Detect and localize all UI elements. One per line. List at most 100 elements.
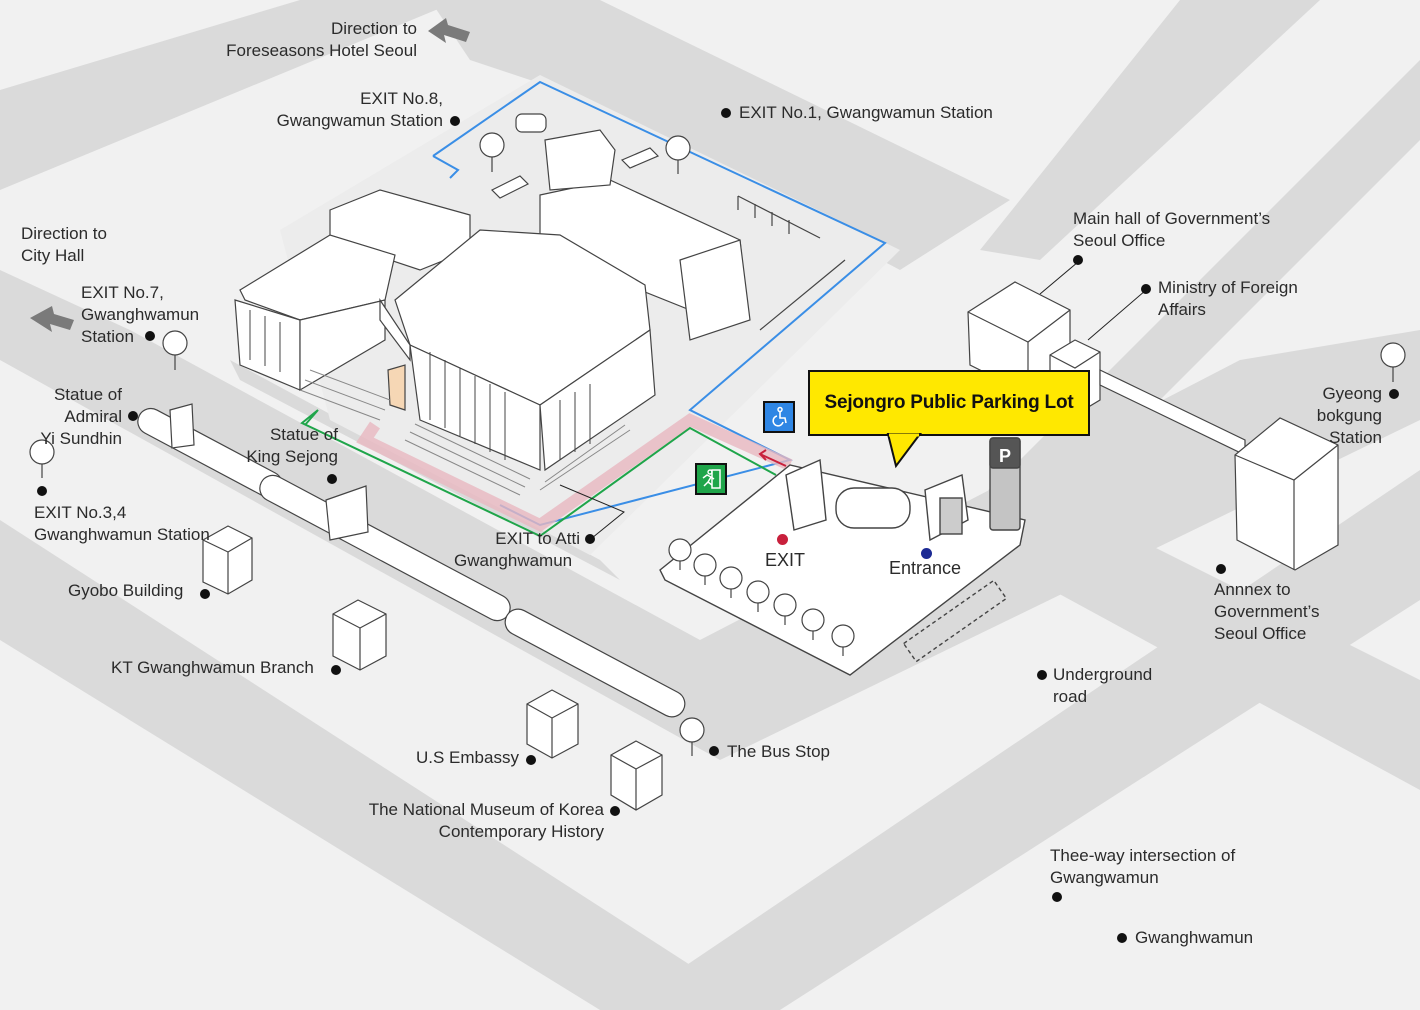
route-red-arrowhead — [758, 449, 767, 461]
landmark-kt[interactable]: KT Gwanghwamun Branch — [111, 658, 314, 677]
exit-booth — [785, 458, 827, 531]
tree-icon — [801, 608, 825, 640]
trees — [668, 538, 855, 656]
callout-pointer — [886, 433, 922, 469]
entrance-door — [939, 497, 963, 535]
underground-entry — [902, 579, 1008, 663]
landmark-annex-marker[interactable] — [1216, 564, 1226, 574]
road-north-south-right — [980, 0, 1320, 260]
landmark-gwanghwamun[interactable]: Gwanghwamun — [1135, 928, 1254, 947]
landmark-busstop-marker[interactable] — [709, 746, 719, 756]
plaza-medians — [137, 403, 686, 718]
landmark-embassy-marker[interactable] — [526, 755, 536, 765]
stop-sign-icon — [665, 135, 691, 174]
building-kt — [332, 599, 387, 671]
landmark-sejong[interactable]: Statue of King Sejong — [246, 425, 338, 466]
landmark-kt-marker[interactable] — [331, 665, 341, 675]
stop-sign-icon — [679, 717, 705, 756]
tree-icon — [831, 624, 855, 656]
landmark-atti[interactable]: EXIT to Atti Gwanghwamun — [454, 529, 580, 570]
landmark-exit7[interactable]: EXIT No.7, Gwanghwamun Station — [81, 283, 200, 346]
tree-icon — [773, 593, 797, 625]
landmark-admiral[interactable]: Statue of Admiral Yi Sundhin — [40, 385, 122, 448]
landmark-gyobo-marker[interactable] — [200, 589, 210, 599]
road-right-band — [960, 470, 1420, 790]
street-furniture — [490, 113, 846, 331]
route-red-arrow — [759, 453, 787, 467]
route-pink-walkway — [356, 413, 793, 532]
landmark-underground-marker[interactable] — [1037, 670, 1047, 680]
landmark-exit34-marker[interactable] — [37, 486, 47, 496]
landmark-museum-history[interactable]: The National Museum of Korea Contemporar… — [368, 800, 604, 841]
parking-entrance-marker[interactable] — [921, 548, 932, 559]
landmark-exit8[interactable]: EXIT No.8, Gwangwamun Station — [276, 89, 443, 130]
tree-icon — [668, 538, 692, 570]
landmark-threeway[interactable]: Thee-way intersection of Gwangwamun — [1050, 846, 1236, 887]
parking-sign-letter: P — [999, 446, 1011, 466]
building-embassy — [526, 689, 579, 759]
tree-icon — [719, 566, 743, 598]
landmark-exit1-marker[interactable] — [721, 108, 731, 118]
landmark-sejong-marker[interactable] — [327, 474, 337, 484]
landmark-mainhall[interactable]: Main hall of Government’s Seoul Office — [1073, 209, 1271, 250]
road-main-boulevard — [0, 270, 1420, 760]
parking-exit-marker[interactable] — [777, 534, 788, 545]
parking-lot-callout[interactable]: Sejongro Public Parking Lot — [808, 370, 1090, 436]
statue-admiral — [169, 403, 195, 449]
building-museum-history — [610, 740, 663, 811]
running-exit-icon — [702, 469, 721, 489]
direction-arrow-hotel — [428, 18, 470, 43]
landmark-busstop[interactable]: The Bus Stop — [727, 742, 831, 761]
parking-exit-label[interactable]: EXIT — [765, 550, 806, 570]
national-museum-building — [234, 129, 751, 472]
landmark-gwanghwamun-marker[interactable] — [1117, 933, 1127, 943]
landmark-embassy[interactable]: U.S Embassy — [416, 748, 519, 767]
landmark-annex[interactable]: Annnex to Government’s Seoul Office — [1214, 580, 1320, 643]
accessible-entrance-badge[interactable] — [763, 401, 795, 433]
statue-sejong — [325, 485, 369, 541]
landmark-gyeongbok-marker[interactable] — [1389, 389, 1399, 399]
landmark-underground[interactable]: Underground road — [1053, 665, 1153, 706]
road-northwest-band — [430, 0, 1010, 270]
landmark-exit8-marker[interactable] — [450, 116, 460, 126]
stop-sign-icon — [1380, 342, 1406, 382]
landmark-atti-marker[interactable] — [585, 534, 595, 544]
landmark-museum-history-marker[interactable] — [610, 806, 620, 816]
emergency-exit-badge[interactable] — [695, 463, 727, 495]
stop-sign-icon — [29, 439, 55, 478]
landmark-exit34[interactable]: EXIT No.3,4 Gwanghwamun Station — [34, 503, 210, 544]
route-green — [300, 409, 777, 538]
tree-icon — [746, 580, 770, 612]
parking-entrance-label[interactable]: Entrance — [889, 558, 962, 578]
parking-lot-title: Sejongro Public Parking Lot — [824, 392, 1074, 413]
direction-cityhall-label: Direction to City Hall — [21, 224, 107, 265]
bench — [835, 487, 911, 529]
landmark-mainhall-marker[interactable] — [1073, 255, 1083, 265]
stop-sign-icon — [479, 132, 505, 172]
landmark-exit1[interactable]: EXIT No.1, Gwangwamun Station — [739, 103, 993, 122]
parking-lot — [659, 437, 1026, 676]
museum-stairs — [299, 369, 631, 496]
road-lower-left — [0, 520, 760, 1010]
median-south — [504, 608, 686, 718]
landmark-threeway-marker[interactable] — [1052, 892, 1062, 902]
landmark-mofa[interactable]: Ministry of Foreign Affairs — [1158, 278, 1298, 319]
road-top-left — [0, 0, 460, 190]
building-annex — [1234, 417, 1339, 571]
direction-arrow-cityhall — [30, 306, 74, 332]
surrounding-buildings — [202, 281, 1339, 811]
stop-signs — [29, 132, 1406, 756]
direction-hotel-label: Direction to Foreseasons Hotel Seoul — [226, 19, 417, 60]
landmark-mofa-marker[interactable] — [1141, 284, 1151, 294]
stop-sign-icon — [162, 330, 188, 370]
leader-lines — [559, 261, 1147, 539]
landmark-gyeongbok[interactable]: Gyeong bokgung Station — [1316, 384, 1382, 447]
building-gyobo — [202, 525, 253, 595]
museum-columns — [249, 310, 591, 460]
landmark-gyobo[interactable]: Gyobo Building — [68, 581, 184, 600]
landmark-exit7-marker[interactable] — [145, 331, 155, 341]
landmark-admiral-marker[interactable] — [128, 411, 138, 421]
wheelchair-icon — [772, 406, 787, 427]
route-blue-arrow-top — [432, 155, 460, 179]
